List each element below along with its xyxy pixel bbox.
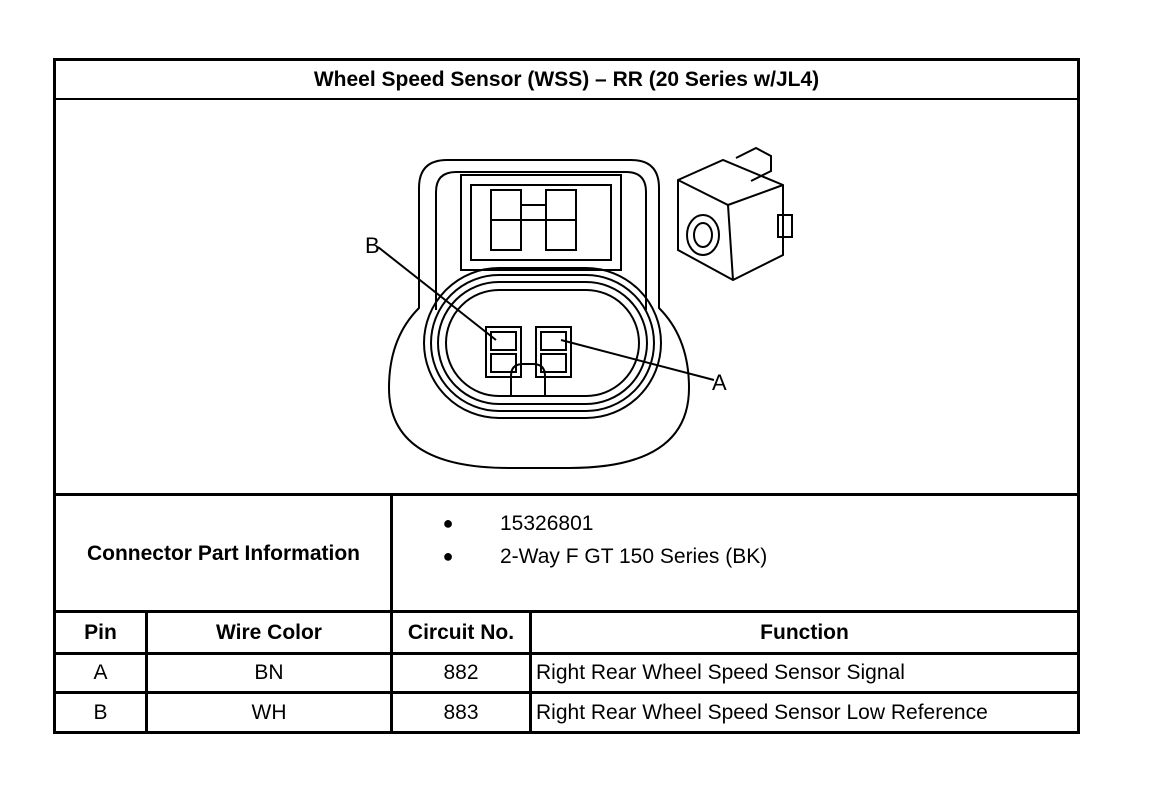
table-title: Wheel Speed Sensor (WSS) – RR (20 Series… xyxy=(56,61,1077,100)
header-function: Function xyxy=(760,620,849,644)
row-b-pin: B xyxy=(93,700,108,724)
row-b-wire-color: WH xyxy=(251,700,287,724)
latch-frame xyxy=(460,174,622,271)
divider-cpi-bottom xyxy=(56,610,1077,613)
terminal-cavity-a xyxy=(535,326,572,378)
leader-line-b xyxy=(377,246,497,341)
seal-ring-3 xyxy=(437,281,648,405)
leader-line-a xyxy=(560,339,715,381)
connector-part-info-list: ● 15326801 ● 2-Way F GT 150 Series (BK) xyxy=(396,507,768,573)
header-circuit-no: Circuit No. xyxy=(407,620,515,644)
row-a-function: Right Rear Wheel Speed Sensor Signal xyxy=(536,661,905,684)
header-pin: Pin xyxy=(84,620,117,644)
part-number: 15326801 xyxy=(500,511,594,535)
housing-outline xyxy=(387,159,691,469)
bullet-icon: ● xyxy=(442,513,454,533)
row-b-function: Right Rear Wheel Speed Sensor Low Refere… xyxy=(536,700,988,724)
divider-col-1 xyxy=(145,610,148,731)
housing-inner-outline xyxy=(456,171,647,310)
seal-ring-outer xyxy=(423,267,662,419)
list-item: ● 2-Way F GT 150 Series (BK) xyxy=(396,540,768,573)
bullet-icon: ● xyxy=(442,546,454,566)
pin-label-a: A xyxy=(712,370,727,395)
divider-drawing-bottom xyxy=(56,493,1077,496)
row-a-wire-color: BN xyxy=(254,661,284,684)
pin-label-b: B xyxy=(365,233,380,258)
connector-face-view: B A xyxy=(365,146,793,469)
divider-col-2 xyxy=(390,493,393,731)
list-item: ● 15326801 xyxy=(396,507,767,540)
header-wire-color: Wire Color xyxy=(216,620,322,644)
connector-table: Wheel Speed Sensor (WSS) – RR (20 Series… xyxy=(53,58,1080,734)
connector-drawing: B A xyxy=(56,100,1077,493)
row-a-pin: A xyxy=(93,661,108,684)
divider-row-a-bottom xyxy=(56,691,1077,694)
row-a-circuit: 882 xyxy=(443,661,479,684)
connector-3d-thumbnail xyxy=(677,146,793,282)
terminal-cavity-b xyxy=(485,326,522,378)
divider-col-3 xyxy=(529,610,532,731)
connector-description: 2-Way F GT 150 Series (BK) xyxy=(500,544,768,568)
row-b-circuit: 883 xyxy=(443,700,479,724)
seal-ring-2 xyxy=(430,274,655,412)
connector-part-info-label: Connector Part Information xyxy=(86,541,360,565)
seal-ring-inner xyxy=(445,289,640,397)
divider-header-bottom xyxy=(56,652,1077,655)
